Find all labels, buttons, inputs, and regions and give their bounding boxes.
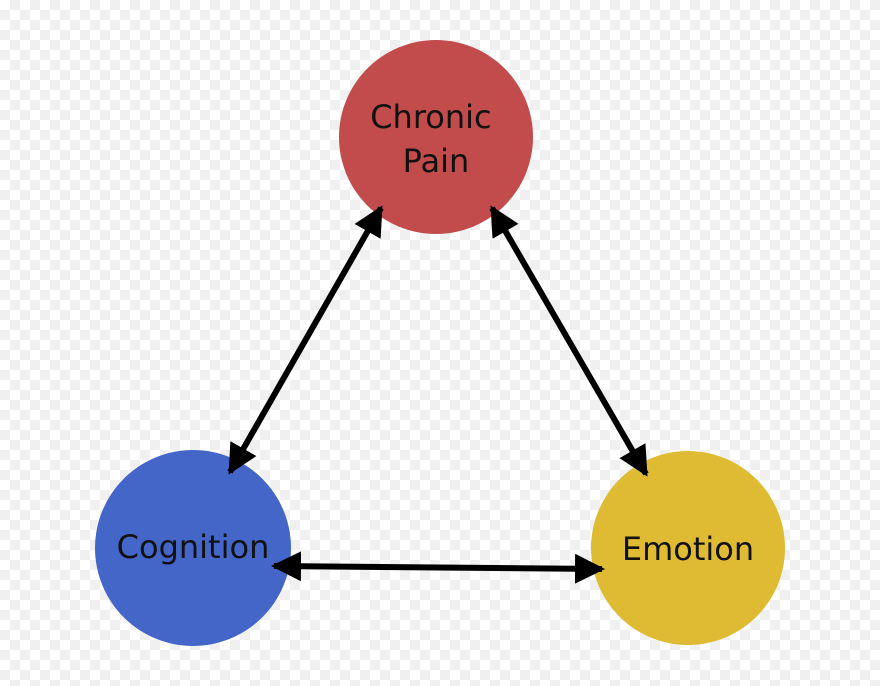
cognition-circle xyxy=(95,450,291,646)
chronic-pain-label-line2: Pain xyxy=(403,142,470,180)
svg-text:Chronic Pain: Chronic Pain xyxy=(370,98,502,180)
arrow-cognition-emotion xyxy=(271,551,605,584)
emotion-label: Emotion xyxy=(622,530,754,568)
node-chronic-pain: Chronic Pain xyxy=(339,40,533,234)
node-cognition: Cognition xyxy=(95,450,291,646)
arrow-chronic-pain-cognition xyxy=(227,205,384,475)
arrow-chronic-pain-emotion xyxy=(489,205,649,477)
emotion-circle xyxy=(591,451,785,645)
chronic-pain-circle xyxy=(339,40,533,234)
chronic-pain-label-line1: Chronic xyxy=(370,98,491,136)
node-emotion: Emotion xyxy=(591,451,785,645)
cognition-label: Cognition xyxy=(117,528,270,566)
